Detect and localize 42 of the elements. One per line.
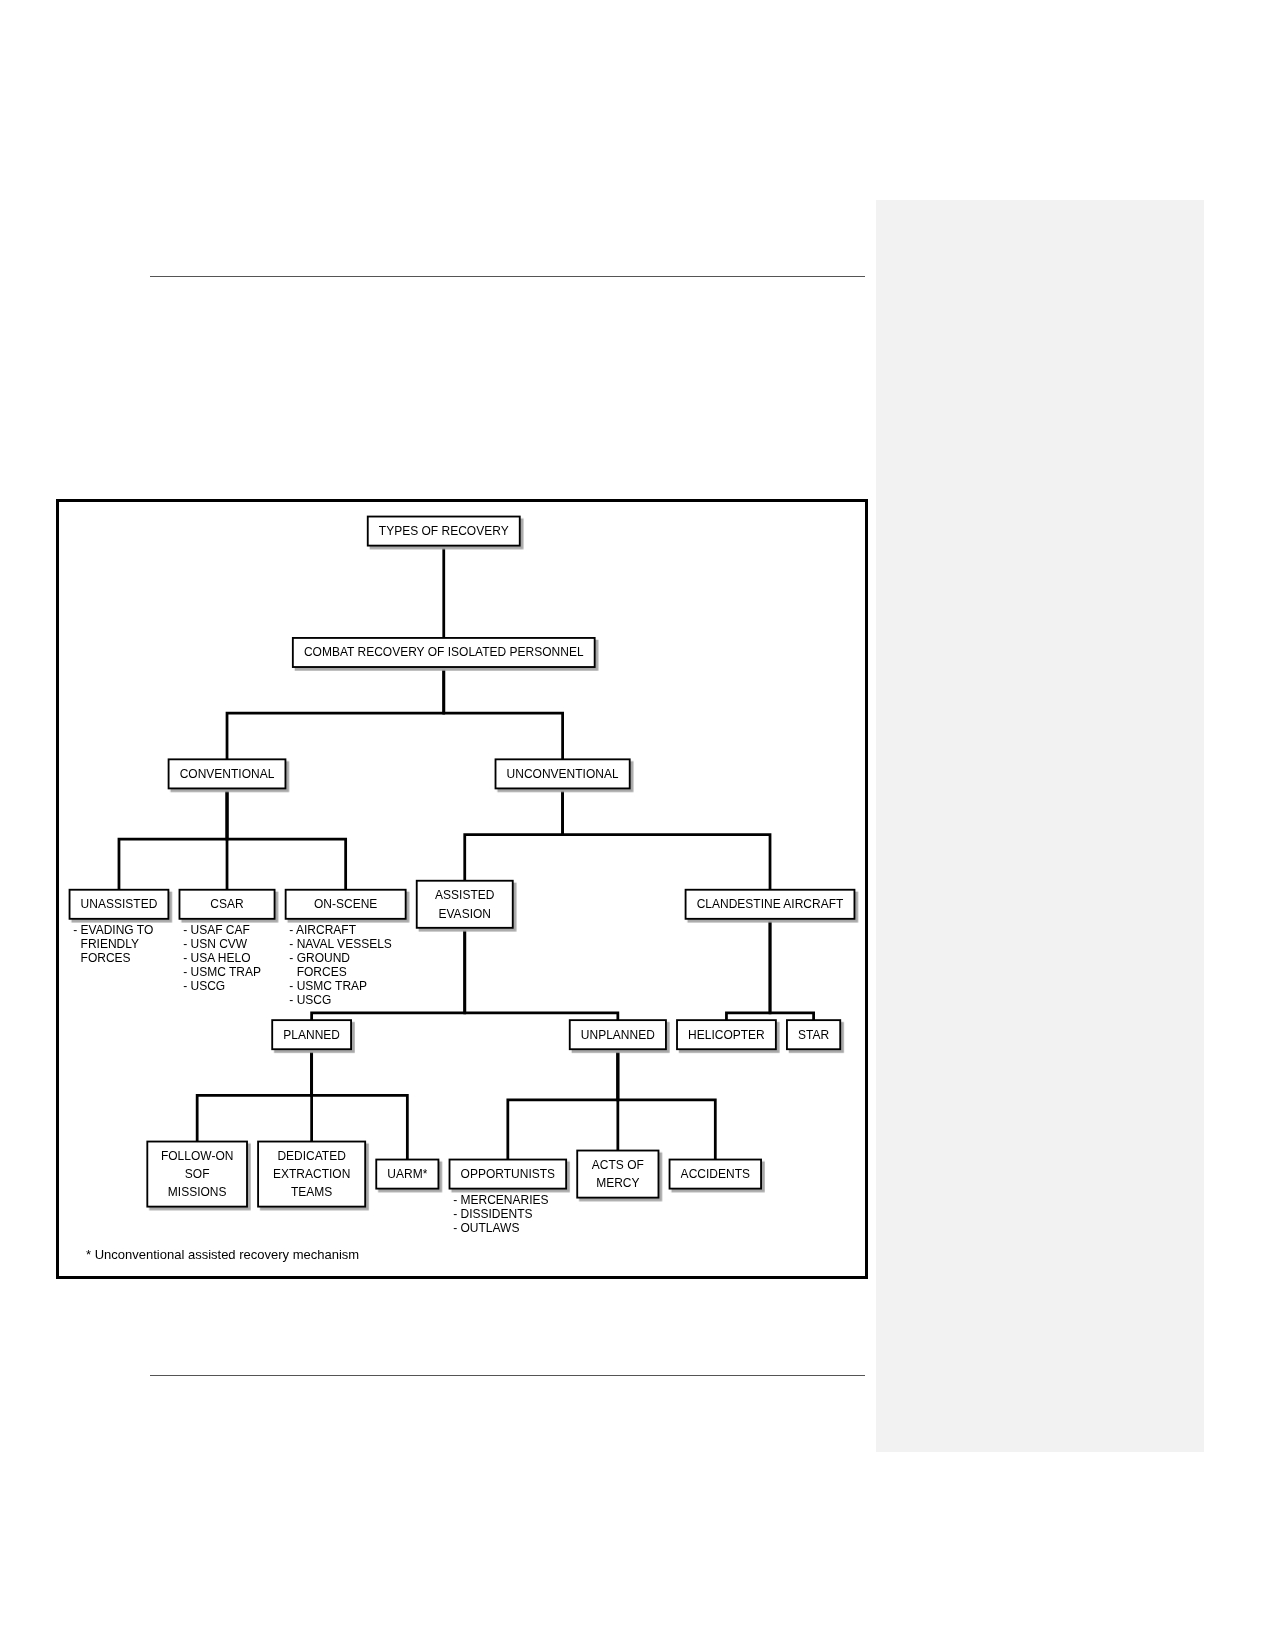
connector (442, 667, 564, 760)
node-box: CONVENTIONAL (167, 758, 287, 790)
node-box: UNCONVENTIONAL (494, 758, 631, 790)
node-box: COMBAT RECOVERY OF ISOLATED PERSONNEL (291, 637, 596, 669)
node-box: UARM* (375, 1159, 440, 1190)
node-box: ON-SCENE (284, 889, 407, 921)
list-item: - USCG (289, 993, 332, 1008)
footnote: * Unconventional assisted recovery mechanism (86, 1247, 360, 1262)
list-item: - NAVAL VESSELS (289, 937, 392, 952)
node-box: HELICOPTER (676, 1019, 777, 1051)
list-item: - USA HELO (183, 951, 251, 966)
node-box: DEDICATED EXTRACTION TEAMS (257, 1141, 367, 1208)
list-item: - EVADING TO FRIENDLY FORCES (73, 923, 154, 966)
list-item: - USMC TRAP (289, 979, 368, 994)
connector (225, 788, 348, 891)
list-item: - DISSIDENTS (453, 1207, 533, 1222)
connector (310, 1049, 409, 1160)
node-box: UNPLANNED (568, 1019, 667, 1051)
node-box: ASSISTED EVASION (415, 880, 514, 930)
list-item: - GROUND FORCES (289, 951, 350, 980)
list-item: - MERCENARIES (453, 1193, 549, 1208)
node-box: CSAR (178, 889, 276, 921)
node-box: OPPORTUNISTS (448, 1159, 568, 1190)
list-item: - AIRCRAFT (289, 923, 356, 938)
node-box: PLANNED (271, 1019, 352, 1051)
connector (561, 788, 772, 891)
connector (768, 919, 815, 1021)
node-box: STAR (786, 1019, 842, 1051)
node-box: UNASSISTED (68, 889, 170, 921)
connector (616, 1049, 717, 1160)
connector (442, 546, 446, 639)
list-item: - USMC TRAP (183, 965, 261, 980)
connector (463, 928, 620, 1021)
node-box: FOLLOW-ON SOF MISSIONS (146, 1141, 248, 1208)
list-item: - USN CVW (183, 937, 248, 952)
list-item: - USCG (183, 979, 226, 994)
list-item: - OUTLAWS (453, 1221, 520, 1236)
node-box: ACCIDENTS (668, 1159, 762, 1190)
node-box: CLANDESTINE AIRCRAFT (684, 889, 856, 921)
node-box: ACTS OF MERCY (576, 1150, 660, 1199)
list-item: - USAF CAF (183, 923, 250, 938)
node-box: TYPES OF RECOVERY (366, 516, 521, 547)
